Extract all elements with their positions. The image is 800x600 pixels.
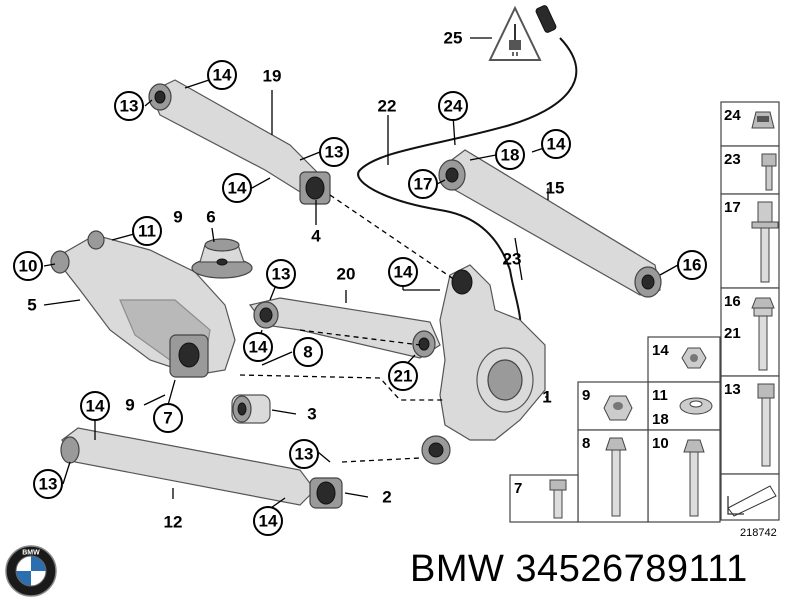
bushing-3 [231,394,271,424]
svg-text:7: 7 [514,480,522,497]
toe-link-arm [438,149,662,298]
wishbone [248,297,441,359]
svg-text:24: 24 [444,97,463,116]
svg-text:14: 14 [86,397,105,416]
callout-14-g: 14 [541,129,571,159]
svg-text:10: 10 [652,435,669,452]
figure-number: 218742 [740,527,777,539]
legend-panel-16-21: 16 21 [720,287,780,377]
callout-13-a: 13 [114,91,144,121]
callout-5: 5 [27,296,36,315]
callout-13-d: 13 [289,439,319,469]
svg-text:16: 16 [724,293,741,310]
bmw-roundel-icon: BMW [5,545,57,597]
callout-13-e: 13 [33,469,63,499]
callout-20: 20 [337,265,356,284]
callout-11: 11 [132,216,162,246]
svg-text:14: 14 [249,338,268,357]
svg-text:13: 13 [724,381,741,398]
legend-panel-8: 8 [577,429,649,523]
upper-control-arm [148,79,331,205]
callout-15: 15 [546,179,565,198]
callout-21: 21 [388,361,418,391]
legend-panel-17: 17 [720,193,780,289]
svg-text:8: 8 [582,435,590,452]
warning-triangle-icon [488,5,542,61]
svg-text:17: 17 [724,199,741,216]
callout-14-c: 14 [243,332,273,362]
callout-17: 17 [408,169,438,199]
callout-10: 10 [13,251,43,281]
callout-19: 19 [263,67,282,86]
callout-14-d: 14 [388,257,418,287]
callout-3: 3 [307,405,316,424]
svg-text:13: 13 [120,97,139,116]
svg-text:11: 11 [138,222,156,241]
legend-panel-24: 24 [720,101,780,147]
callout-13-b: 13 [319,137,349,167]
svg-text:14: 14 [213,66,232,85]
svg-text:18: 18 [501,146,520,165]
svg-text:8: 8 [303,343,312,362]
svg-text:17: 17 [414,175,433,194]
part-number-title: BMW 34526789111 [410,548,748,590]
lower-control-arm [60,427,343,509]
svg-text:13: 13 [272,265,291,284]
callout-9-b: 9 [125,396,134,415]
svg-text:BMW: BMW [22,550,40,557]
callout-14-b: 14 [222,173,252,203]
legend-panel-14: 14 [647,336,721,383]
callout-25: 25 [444,29,463,48]
svg-text:21: 21 [394,367,413,386]
svg-text:9: 9 [582,387,590,404]
callout-22: 22 [378,97,397,116]
callout-24: 24 [438,91,468,121]
svg-text:13: 13 [295,445,314,464]
legend-panel-13: 13 [720,375,780,475]
callout-7: 7 [153,403,183,433]
svg-text:14: 14 [394,263,413,282]
svg-text:24: 24 [724,107,741,124]
svg-text:7: 7 [163,409,172,428]
callout-6: 6 [206,208,215,227]
callout-23: 23 [503,250,522,269]
svg-text:23: 23 [724,151,741,168]
legend-panel-11-18: 11 18 [647,381,721,431]
legend-panel-arrow [720,473,780,521]
svg-text:16: 16 [683,256,702,275]
svg-text:14: 14 [547,135,566,154]
legend-panel-7: 7 [509,474,579,523]
svg-text:13: 13 [39,475,58,494]
callout-18: 18 [495,140,525,170]
trailing-arm [50,230,236,378]
callout-14-e: 14 [80,391,110,421]
callout-9-a: 9 [173,208,182,227]
legend-panel-9: 9 [577,381,649,431]
callout-13-c: 13 [266,259,296,289]
svg-text:21: 21 [724,325,741,342]
svg-text:11: 11 [652,387,668,404]
svg-text:14: 14 [228,179,247,198]
callout-14-a: 14 [207,60,237,90]
callout-4: 4 [311,227,321,246]
callout-1: 1 [542,388,551,407]
callout-8-a: 8 [293,337,323,367]
callout-16: 16 [677,250,707,280]
svg-text:14: 14 [652,342,669,359]
legend-panel-23: 23 [720,145,780,195]
callout-12: 12 [164,513,183,532]
wheel-carrier [421,264,546,465]
wear-sensor-cable [357,5,578,341]
callout-14-f: 14 [253,506,283,536]
svg-text:18: 18 [652,411,669,428]
svg-text:13: 13 [325,143,344,162]
legend-panel-10: 10 [647,429,721,523]
svg-text:14: 14 [259,512,278,531]
svg-text:10: 10 [19,257,38,276]
callout-2: 2 [382,488,391,507]
rubber-mount [191,238,253,279]
